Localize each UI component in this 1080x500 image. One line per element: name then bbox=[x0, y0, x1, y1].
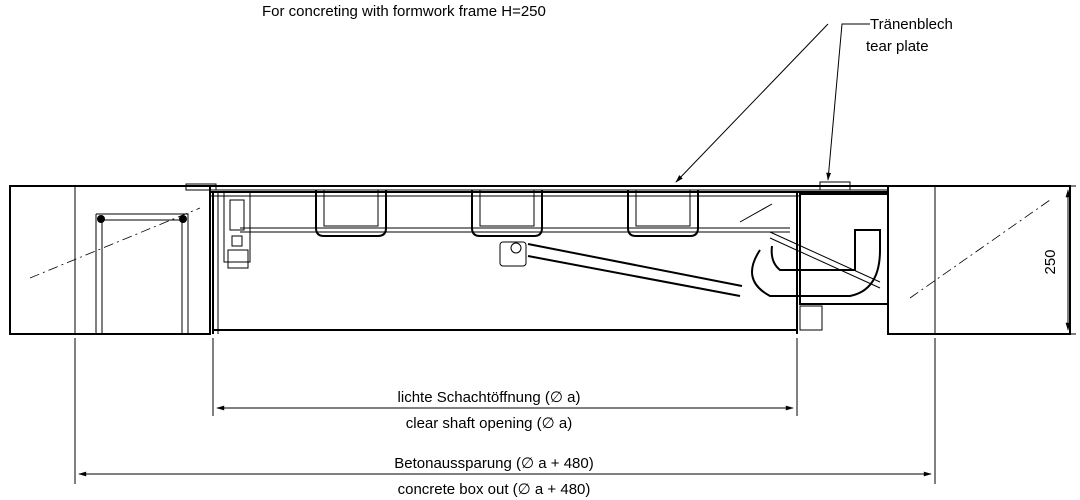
header-text: For concreting with formwork frame H=250 bbox=[262, 3, 546, 20]
box-out-line-1: Betonaussparung (∅ a + 480) bbox=[394, 455, 593, 472]
callout-line-1: Tränenblech bbox=[870, 16, 953, 33]
clear-opening-dimension: lichte Schachtöffnung (∅ a) clear shaft … bbox=[212, 338, 798, 432]
height-label: 250 bbox=[1042, 249, 1059, 274]
box-out-line-2: concrete box out (∅ a + 480) bbox=[398, 481, 591, 498]
concrete-left bbox=[9, 185, 211, 335]
height-dimension: 250 bbox=[890, 185, 1076, 335]
rebar-frame bbox=[95, 213, 189, 334]
cover-assembly bbox=[185, 181, 889, 334]
gas-strut bbox=[499, 241, 743, 297]
box-out-dimension: Betonaussparung (∅ a + 480) concrete box… bbox=[74, 338, 936, 498]
tear-plate-callout: Tränenblech tear plate bbox=[675, 16, 953, 183]
clear-opening-line-1: lichte Schachtöffnung (∅ a) bbox=[398, 389, 581, 406]
callout-line-2: tear plate bbox=[866, 38, 929, 55]
clear-opening-line-2: clear shaft opening (∅ a) bbox=[406, 415, 573, 432]
